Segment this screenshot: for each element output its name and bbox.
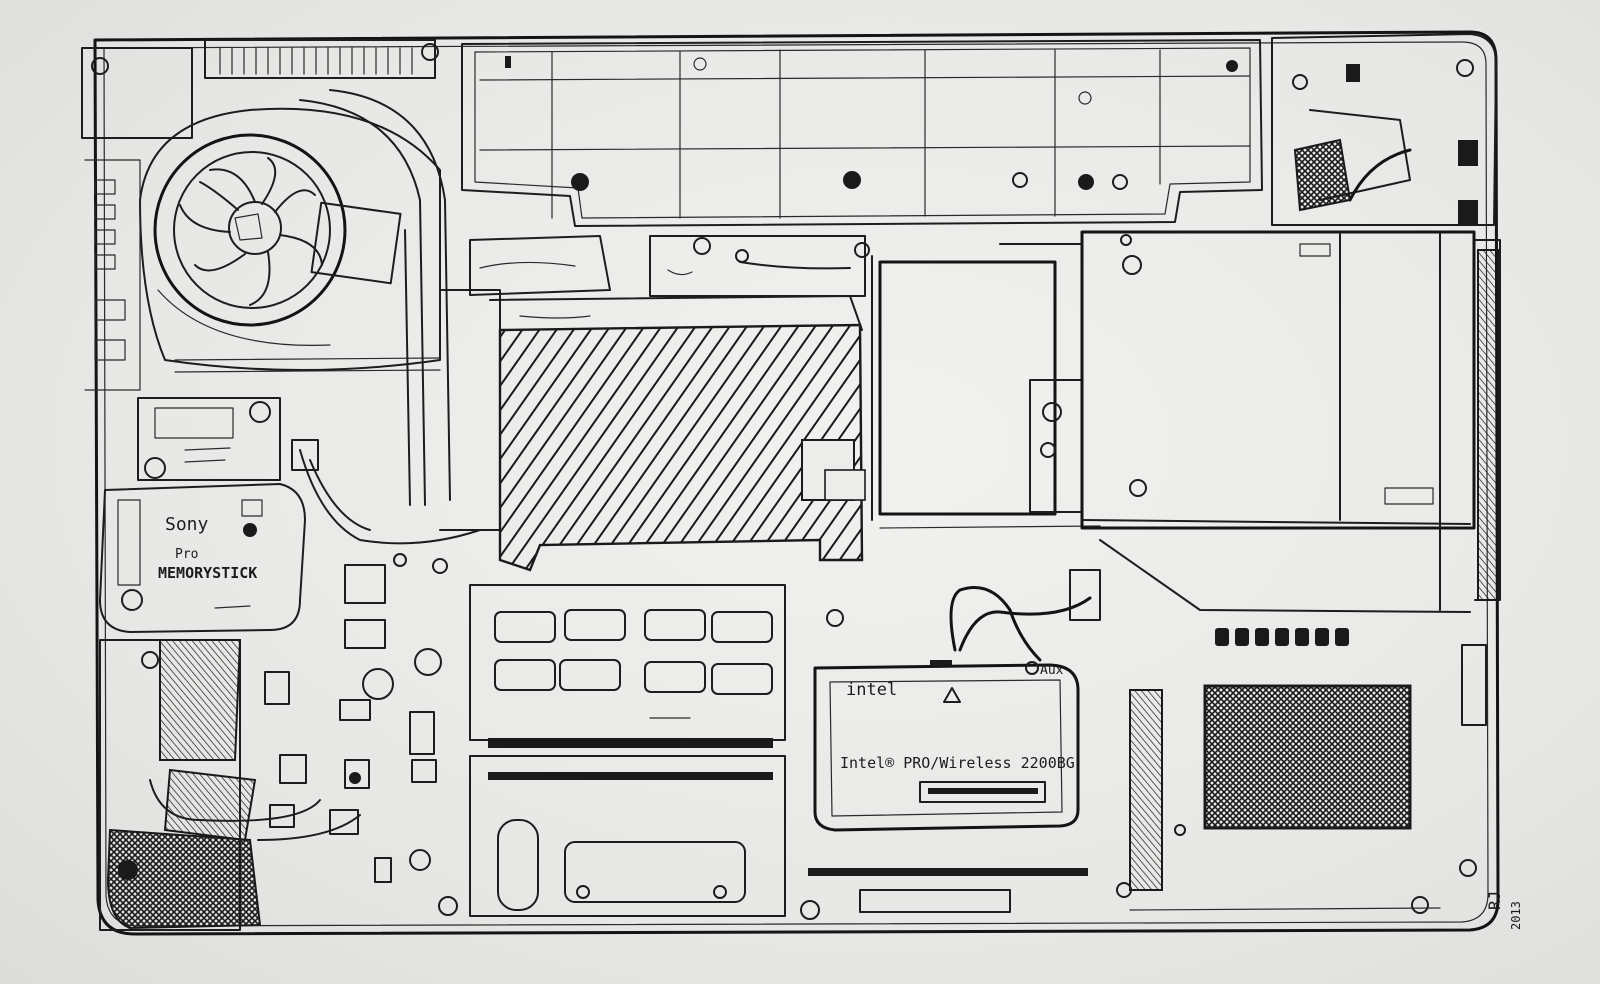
intel-logo: intel xyxy=(846,680,897,700)
antenna-wires xyxy=(949,569,1101,675)
signature-initials: RJ xyxy=(1485,891,1504,910)
optical-drive xyxy=(1080,230,1501,613)
battery-bay xyxy=(461,39,1263,227)
heatsink-fins xyxy=(204,39,439,79)
cpu-shield xyxy=(489,295,866,572)
connector-strip xyxy=(649,235,870,297)
memorystick-brand-text: Sony xyxy=(165,514,209,535)
artist-signature: RJ 2013 xyxy=(1485,891,1523,930)
memorystick-pro-text: Pro xyxy=(175,547,198,562)
graphics-chip xyxy=(1129,628,1487,914)
wifi-card: intel Intel® PRO/Wireless 2200BG Aux xyxy=(808,660,1088,913)
screw-holes xyxy=(800,609,1186,920)
memorystick-reader: Sony Pro MEMORYSTICK xyxy=(99,483,306,633)
cooling-fan xyxy=(139,107,441,373)
chassis-outline xyxy=(93,30,1500,936)
memorystick-label-text: MEMORYSTICK xyxy=(158,564,257,582)
fan-blades xyxy=(179,157,323,306)
signature-year: 2013 xyxy=(1509,901,1523,930)
left-edge-ports xyxy=(81,47,281,481)
audio-board xyxy=(99,639,361,931)
internal-cable xyxy=(291,439,481,545)
aux-antenna-label: Aux xyxy=(1040,663,1064,678)
motherboard-components xyxy=(264,553,458,916)
ram-modules xyxy=(469,584,786,917)
hard-drive-bay xyxy=(871,243,1101,529)
top-right-corner xyxy=(1271,33,1497,226)
wifi-card-model-text: Intel® PRO/Wireless 2200BG xyxy=(840,754,1075,772)
heat-pipes xyxy=(299,89,611,531)
